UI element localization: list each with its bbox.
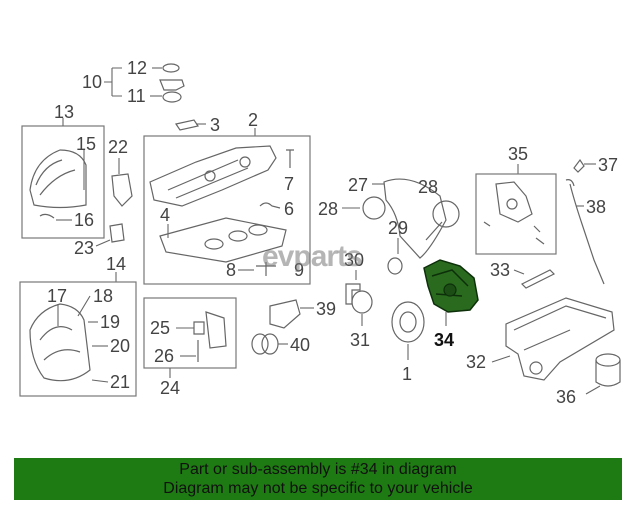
callout-23[interactable]: 23	[74, 238, 94, 258]
callout-18[interactable]: 18	[93, 286, 113, 306]
callout-21[interactable]: 21	[110, 372, 130, 392]
callout-29[interactable]: 29	[388, 218, 408, 238]
part-28-sprocket	[362, 196, 386, 220]
part-7-bolt	[286, 149, 294, 168]
callout-33[interactable]: 33	[490, 260, 510, 280]
box-14	[19, 281, 137, 397]
callout-7[interactable]: 7	[284, 174, 294, 194]
part-28-tensioner	[432, 200, 460, 228]
group-3: 3	[175, 115, 220, 135]
callout-1[interactable]: 1	[402, 364, 412, 384]
part-12-washer	[162, 63, 180, 73]
part-37-seal	[573, 158, 585, 173]
part-35-housing	[495, 181, 533, 223]
part-22-bracket	[111, 173, 133, 207]
callout-11[interactable]: 11	[127, 86, 146, 106]
part-25-plate	[205, 311, 227, 349]
part-29-pulley	[387, 257, 403, 275]
callout-13[interactable]: 13	[54, 102, 74, 122]
callout-36[interactable]: 36	[556, 387, 576, 407]
part-39-bracket	[269, 299, 301, 329]
callout-14[interactable]: 14	[106, 254, 126, 274]
callout-8[interactable]: 8	[226, 260, 236, 280]
callout-22[interactable]: 22	[108, 137, 128, 157]
banner-line-1: Part or sub-assembly is #34 in diagram	[179, 461, 457, 478]
part-40-mount	[261, 333, 279, 355]
part-gasket	[159, 217, 287, 263]
part-1-crank-pulley	[391, 301, 425, 343]
part-10-bolt	[159, 79, 185, 91]
part-36-oil-filter	[595, 360, 621, 387]
callout-12[interactable]: 12	[127, 58, 147, 78]
group-39-40: 39 40	[251, 299, 336, 355]
callout-31[interactable]: 31	[350, 330, 370, 350]
group-30-31-1: 30 31 1	[344, 250, 425, 384]
group-37-38: 37 38	[565, 155, 618, 285]
callout-10[interactable]: 10	[82, 72, 102, 92]
callout-32[interactable]: 32	[466, 352, 486, 372]
callout-3[interactable]: 3	[210, 115, 220, 135]
group-10-12: 12 10 11	[82, 58, 185, 106]
callout-20[interactable]: 20	[110, 336, 130, 356]
callout-39[interactable]: 39	[316, 299, 336, 319]
group-27-29: 27 28 28 29	[318, 175, 460, 275]
banner-line-2: Diagram may not be specific to your vehi…	[163, 480, 473, 497]
group-14: 14 17 18 19 20 21	[19, 254, 137, 397]
group-13: 13 15 16	[21, 102, 105, 239]
box-2	[143, 135, 311, 285]
group-24: 25 26 24	[143, 297, 237, 398]
callout-17[interactable]: 17	[47, 286, 67, 306]
callout-28b[interactable]: 28	[318, 199, 338, 219]
group-35: 35	[475, 144, 557, 255]
callout-24[interactable]: 24	[160, 378, 180, 398]
part-timing-cover-upper	[29, 149, 87, 209]
part-31-gear	[351, 290, 373, 314]
callout-2[interactable]: 2	[248, 110, 258, 130]
callout-26[interactable]: 26	[154, 346, 174, 366]
callout-6[interactable]: 6	[284, 199, 294, 219]
part-38-dipstick	[569, 183, 605, 285]
part-timing-cover-lower	[29, 303, 91, 382]
part-valve-cover	[149, 145, 277, 207]
callout-27[interactable]: 27	[348, 175, 368, 195]
callout-30[interactable]: 30	[344, 250, 364, 270]
group-2: 2 4 7 6 8 9	[143, 110, 311, 285]
group-32: 32	[466, 297, 615, 381]
callout-25[interactable]: 25	[150, 318, 170, 338]
callout-9[interactable]: 9	[294, 260, 304, 280]
watermark-logo: evparts	[262, 240, 363, 273]
callout-35[interactable]: 35	[508, 144, 528, 164]
part-33-strainer	[520, 269, 556, 289]
callout-19[interactable]: 19	[100, 312, 120, 332]
group-36: 36	[556, 353, 621, 407]
group-34: 34	[423, 259, 479, 350]
part-32-oil-pan	[505, 297, 615, 381]
callout-28[interactable]: 28	[418, 177, 438, 197]
info-banner: Part or sub-assembly is #34 in diagram D…	[14, 458, 622, 500]
part-3-bolt	[175, 119, 199, 131]
callout-40[interactable]: 40	[290, 335, 310, 355]
box-24	[143, 297, 237, 369]
part-30-key	[345, 283, 361, 305]
part-23-bolt	[109, 223, 125, 243]
callout-37[interactable]: 37	[598, 155, 618, 175]
callout-16[interactable]: 16	[74, 210, 94, 230]
part-11-seal	[162, 91, 182, 103]
group-33: 33	[490, 260, 556, 289]
box-35	[475, 173, 557, 255]
callout-15[interactable]: 15	[76, 134, 96, 154]
part-27-belt	[383, 178, 447, 259]
callout-4[interactable]: 4	[160, 205, 170, 225]
callout-34[interactable]: 34	[434, 330, 454, 350]
callout-38[interactable]: 38	[586, 197, 606, 217]
group-22-23: 22 23	[74, 137, 133, 258]
